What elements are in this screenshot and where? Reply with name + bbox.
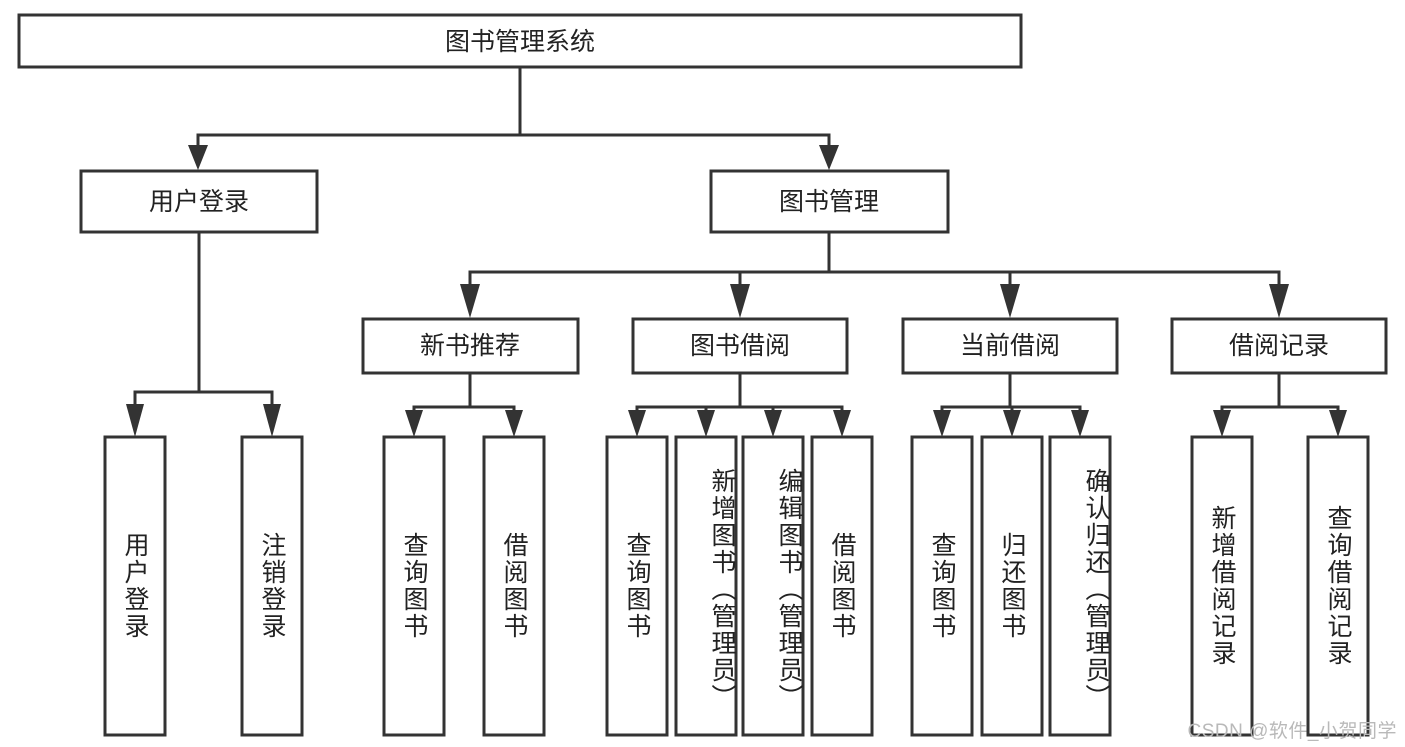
leaf-confirm-return-box[interactable] <box>1048 435 1112 737</box>
arrowhead-to-leaf-user-logout <box>263 404 281 437</box>
node-book-manage-label: 图书管理 <box>779 188 879 216</box>
leaf-query-book-1-box[interactable] <box>382 435 446 737</box>
node-borrow-record[interactable]: 借阅记录 <box>1170 317 1388 375</box>
leaf-edit-book-box[interactable] <box>741 435 805 737</box>
leaf-add-record-box[interactable] <box>1190 435 1254 737</box>
leaf-query-book-3-box[interactable] <box>910 435 974 737</box>
node-current-borrow[interactable]: 当前借阅 <box>901 317 1119 375</box>
leaf-return-book-box[interactable] <box>980 435 1044 737</box>
node-new-book-rec[interactable]: 新书推荐 <box>361 317 580 375</box>
arrowhead-to-leaf-return-book <box>1003 410 1021 437</box>
node-book-borrow-label: 图书借阅 <box>690 332 790 360</box>
arrowhead-to-leaf-borrow-book-1 <box>505 410 523 437</box>
leaf-user-logout-box[interactable] <box>240 435 304 737</box>
node-root[interactable]: 图书管理系统 <box>17 13 1023 69</box>
csdn-watermark: CSDN @软件_小贺同学 <box>1187 721 1397 742</box>
arrowhead-to-leaf-edit-book <box>764 410 782 437</box>
leaf-borrow-book-2-box[interactable] <box>810 435 874 737</box>
arrowhead-to-book-borrow <box>730 284 750 318</box>
node-current-borrow-label: 当前借阅 <box>960 332 1060 360</box>
node-user-login-label: 用户登录 <box>149 188 249 216</box>
arrowhead-to-leaf-add-book <box>697 410 715 437</box>
arrowhead-to-leaf-add-record <box>1213 410 1231 437</box>
leaf-query-book-2-box[interactable] <box>605 435 669 737</box>
arrowhead-to-leaf-query-book-2 <box>628 410 646 437</box>
arrowhead-to-leaf-confirm-return <box>1071 410 1089 437</box>
arrowhead-to-leaf-user-login <box>126 404 144 437</box>
node-borrow-record-label: 借阅记录 <box>1229 332 1329 360</box>
node-current-borrow-box <box>901 317 1119 375</box>
arrowhead-to-borrow-record <box>1269 284 1289 318</box>
arrowhead-to-user-login <box>188 145 208 170</box>
arrowhead-to-current-borrow <box>1000 284 1020 318</box>
arrowhead-to-leaf-query-book-1 <box>405 410 423 437</box>
arrowhead-to-new-book-rec <box>460 284 480 318</box>
arrowhead-to-leaf-query-book-3 <box>933 410 951 437</box>
arrowhead-to-book-manage <box>819 145 839 170</box>
node-borrow-record-box <box>1170 317 1388 375</box>
node-root-box <box>17 13 1023 69</box>
leaf-query-record-box[interactable] <box>1306 435 1370 737</box>
node-book-borrow[interactable]: 图书借阅 <box>631 317 849 375</box>
arrowhead-to-leaf-borrow-book-2 <box>833 410 851 437</box>
node-new-book-rec-box <box>361 317 580 375</box>
node-book-manage-box <box>709 169 950 234</box>
node-book-borrow-box <box>631 317 849 375</box>
arrowhead-to-leaf-query-record <box>1329 410 1347 437</box>
leaf-borrow-book-1-box[interactable] <box>482 435 546 737</box>
leaf-add-book-box[interactable] <box>674 435 738 737</box>
node-user-login[interactable]: 用户登录 <box>79 169 319 234</box>
node-new-book-rec-label: 新书推荐 <box>420 332 520 360</box>
node-root-label: 图书管理系统 <box>445 28 595 56</box>
leaf-user-login-box[interactable] <box>103 435 167 737</box>
node-book-manage[interactable]: 图书管理 <box>709 169 950 234</box>
